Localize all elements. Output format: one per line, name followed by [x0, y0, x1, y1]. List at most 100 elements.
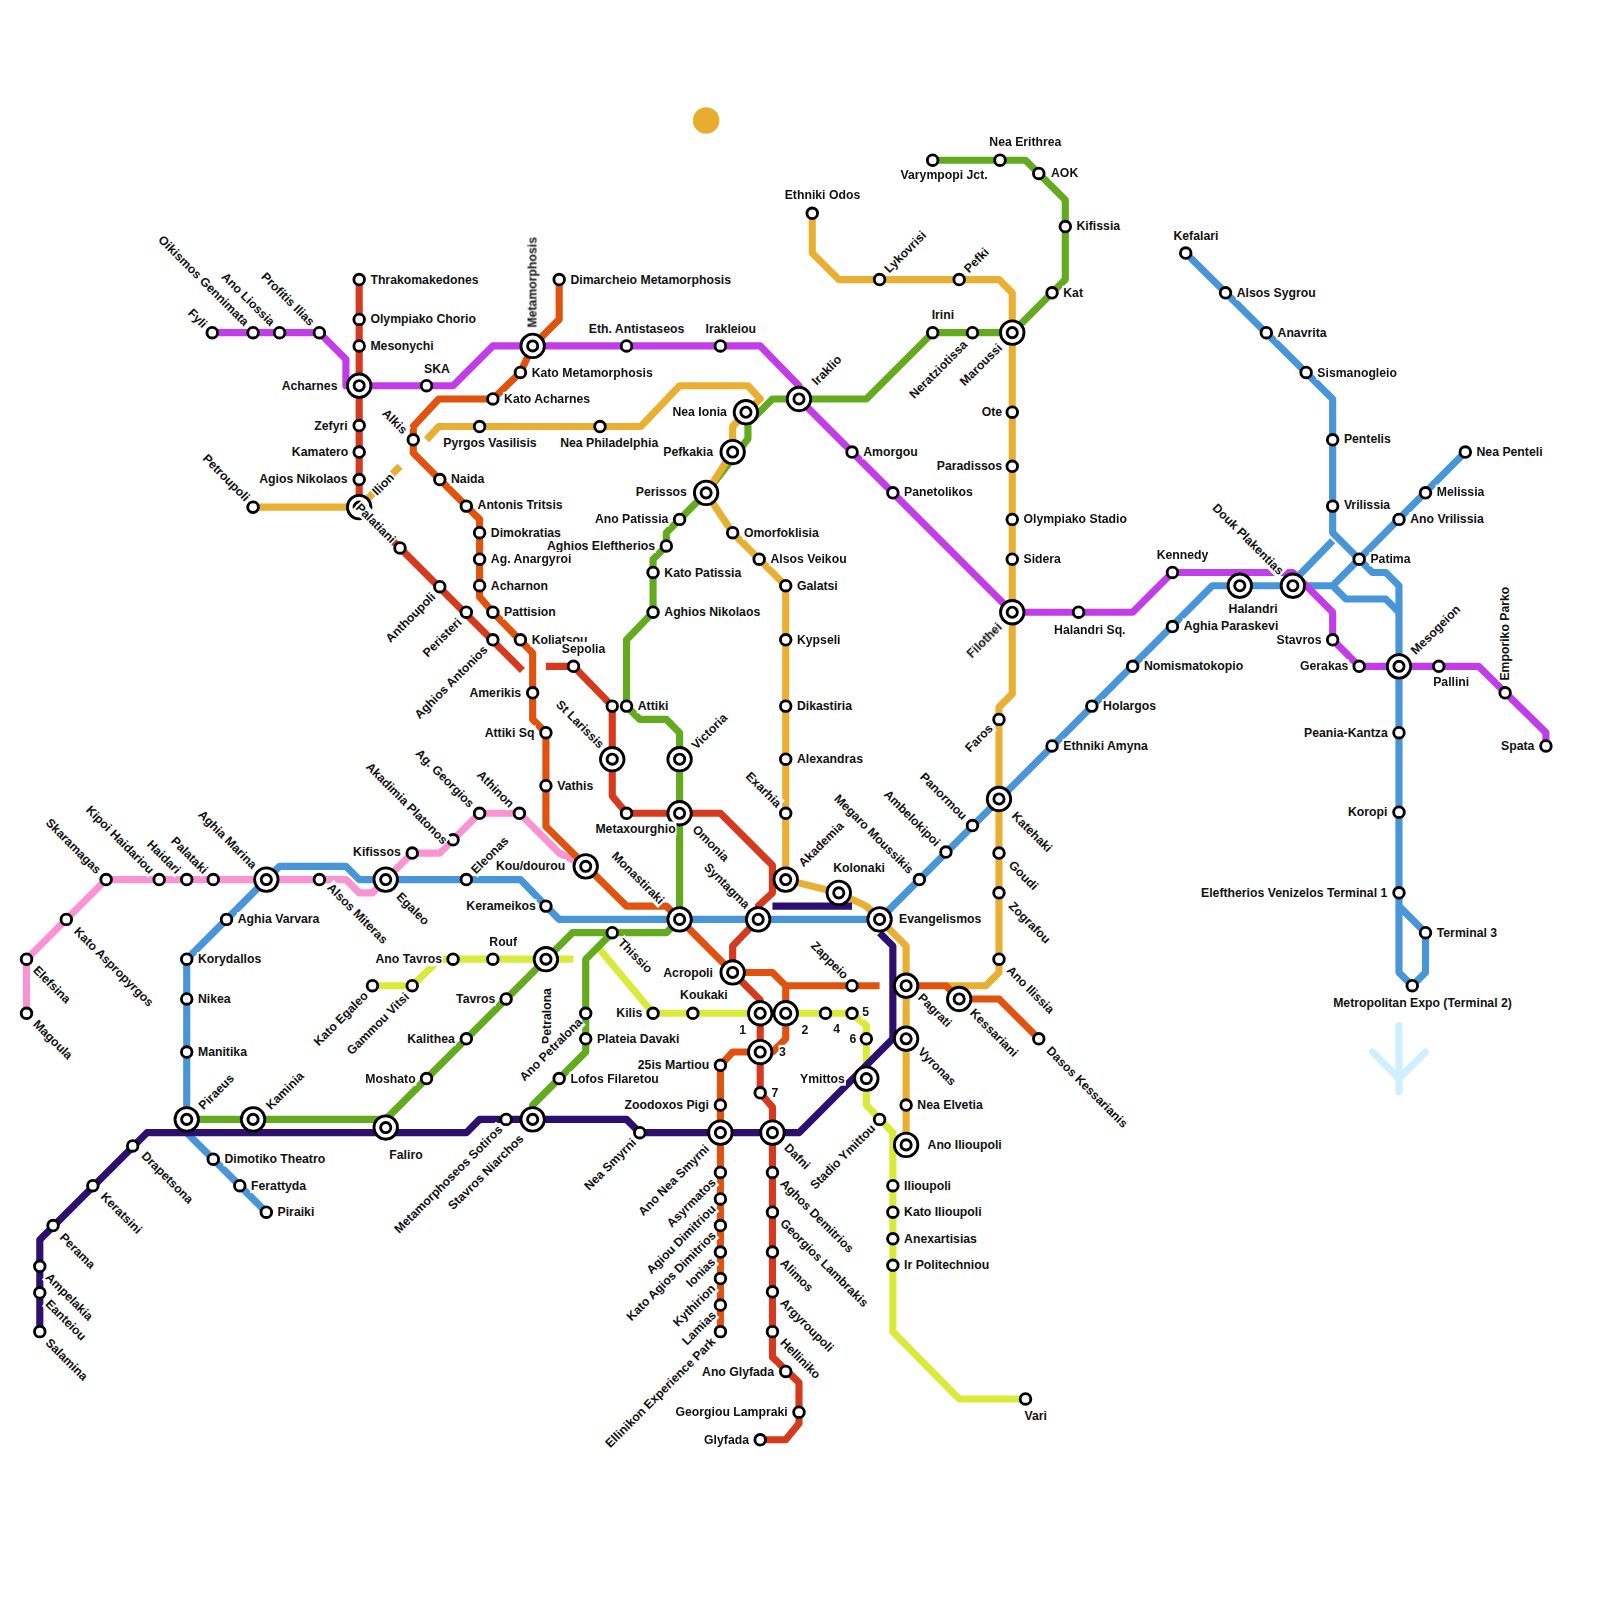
station-dot [967, 820, 978, 831]
station-label: Nikea [197, 992, 232, 1006]
station-dot [1060, 221, 1071, 232]
station-label: Mesogeion [1407, 601, 1464, 658]
station-dot [1327, 634, 1338, 645]
station-label: Kato Metamorphosis [531, 365, 654, 379]
station-label: Pefkakia [662, 445, 714, 459]
station-dot [514, 808, 525, 819]
station-label: Ellinikon Experience Park [602, 1334, 719, 1451]
interchange-dot [787, 387, 810, 410]
station-label: Ano Ilioupoli [927, 1138, 1003, 1152]
station-label: Stavros [1276, 633, 1323, 647]
station-label: Ote [981, 405, 1003, 419]
station-label: Evangelismos [898, 912, 982, 926]
station-label: Eleftherios Venizelos Terminal 1 [1200, 886, 1388, 900]
station-dot [648, 607, 659, 618]
station-dot [994, 714, 1005, 725]
station-label: Nea Philadelphia [559, 436, 659, 450]
station-dot [1007, 554, 1018, 565]
station-label: Ano Glyfada [701, 1364, 775, 1378]
station-label: Ferattyda [250, 1179, 307, 1193]
station-label: Mesonychi [369, 339, 434, 353]
station-dot [407, 848, 418, 859]
station-dot [248, 502, 259, 513]
station-label: Sidera [1022, 552, 1061, 566]
interchange-dot [734, 401, 757, 424]
station-label: Moshato [364, 1071, 416, 1085]
station-label: Nea Ionia [671, 405, 727, 419]
station-label: Ymittos [799, 1071, 846, 1085]
station-dot [755, 1088, 766, 1099]
station-dot [1354, 554, 1365, 565]
station-label: Ag. Georgios [412, 745, 478, 811]
interchange-dot [1001, 601, 1024, 624]
station-label: Kilis [615, 1006, 643, 1020]
station-dot [208, 1154, 219, 1165]
station-dot [474, 421, 485, 432]
station-dot [688, 1008, 699, 1019]
interchange-dot [746, 908, 769, 931]
station-dot [474, 580, 485, 591]
station-dot [1394, 727, 1405, 738]
station-dot [648, 567, 659, 578]
interchange-dot [374, 868, 397, 891]
station-label: Kerameikos [465, 899, 536, 913]
station-label: Ethniki Amyna [1062, 739, 1149, 753]
station-dot [607, 701, 618, 712]
station-dot [154, 874, 165, 885]
station-dot [888, 1260, 899, 1271]
station-label: Elefsina [30, 962, 75, 1007]
station-dot [448, 954, 459, 965]
station-label: Magoula [30, 1016, 77, 1063]
metro-line [413, 280, 1039, 1332]
station-dot [407, 980, 418, 991]
interchange-dot [894, 1133, 917, 1156]
station-label: Irakleiou [705, 321, 757, 335]
station-dot [21, 1008, 32, 1019]
station-label: Attiki Sq [484, 726, 536, 740]
station-label: Pyrgos Vasilisis [442, 436, 537, 450]
station-dot [1327, 501, 1338, 512]
metro-line [27, 813, 586, 1013]
station-dot [621, 808, 632, 819]
station-dot [181, 954, 192, 965]
station-dot [715, 1300, 726, 1311]
station-dot [488, 394, 499, 405]
station-label: Alkis [379, 405, 411, 437]
interchange-dot [748, 1002, 771, 1025]
station-label: Panetolikos [903, 485, 974, 499]
station-label: Metropolitan Expo (Terminal 2) [1332, 996, 1513, 1010]
station-dot [1020, 1394, 1031, 1405]
metro-line [40, 906, 893, 1332]
station-dot [661, 541, 672, 552]
station-label: Kifissia [1076, 218, 1122, 232]
station-label: Holargos [1102, 699, 1157, 713]
station-dot [354, 341, 365, 352]
station-dot [767, 1167, 778, 1178]
station-dot [595, 421, 606, 432]
station-label: Zappeio [807, 938, 852, 983]
station-dot [501, 1114, 512, 1125]
station-dot [621, 341, 632, 352]
station-dot [354, 274, 365, 285]
station-dot [1127, 661, 1138, 672]
station-label: Douk Plakentias [1209, 500, 1287, 578]
station-number: 6 [848, 1032, 857, 1046]
station-label: Varympopi Jct. [899, 167, 988, 181]
station-dot [994, 848, 1005, 859]
interchange-dot [694, 481, 717, 504]
station-label: Naida [450, 471, 485, 485]
station-label: Lofos Filaretou [569, 1071, 659, 1085]
station-dot [1327, 434, 1338, 445]
station-dot [1420, 488, 1431, 499]
station-label: Syntagma [700, 859, 753, 912]
station-label: Sepolia [561, 642, 607, 656]
station-dot [488, 607, 499, 618]
station-dot [648, 1008, 659, 1019]
station-dot [461, 1033, 472, 1044]
logo-dot [693, 107, 720, 134]
station-dot [1394, 807, 1405, 818]
station-dot [1180, 248, 1191, 259]
station-dot [515, 367, 526, 378]
station-dot [515, 634, 526, 645]
station-dot [1261, 327, 1272, 338]
